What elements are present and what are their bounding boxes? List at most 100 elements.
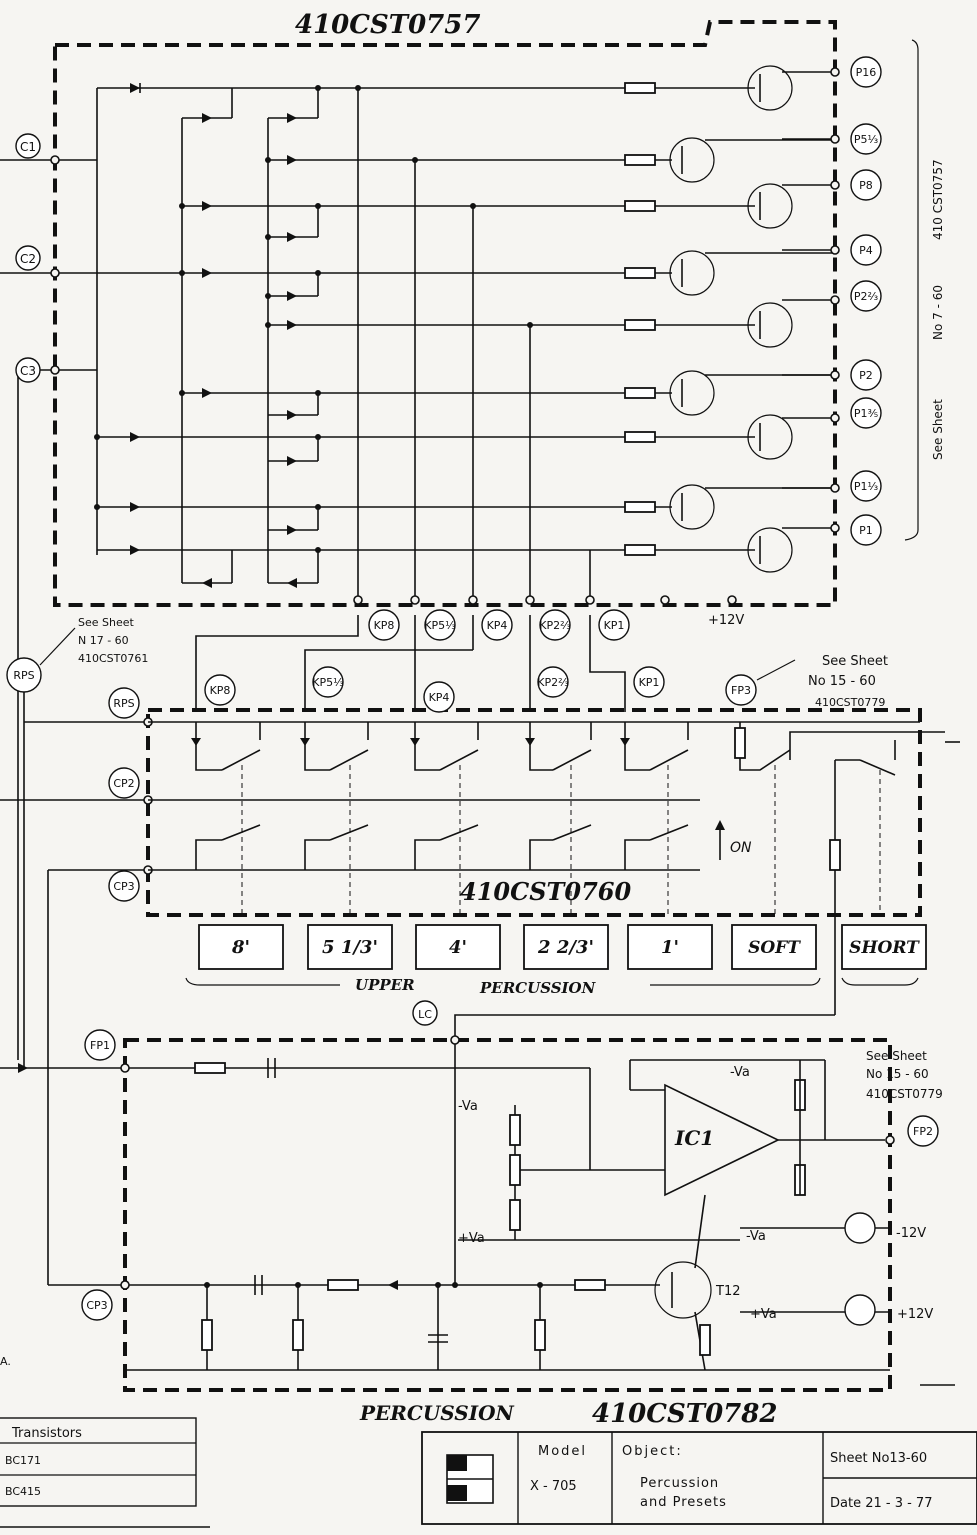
- svg-text:KP1: KP1: [639, 676, 660, 689]
- svg-text:410CST0779: 410CST0779: [866, 1087, 943, 1101]
- key-kp5-1-3: KP5⅓: [424, 609, 456, 641]
- tab-2-2-3ft[interactable]: [523, 924, 609, 970]
- key-kp8: KP8: [368, 609, 400, 641]
- svg-text:See Sheet: See Sheet: [822, 654, 888, 669]
- svg-text:410CST0779: 410CST0779: [815, 696, 885, 709]
- model-label: Model: [538, 1444, 587, 1459]
- output-p8: P8: [850, 169, 882, 201]
- svg-text:-Va: -Va: [458, 1099, 478, 1114]
- board-outline-switches: [146, 708, 922, 917]
- svg-text:KP4: KP4: [429, 691, 450, 704]
- preset-switches: ON: [148, 721, 920, 915]
- output-p1: P1: [850, 514, 882, 546]
- fp1-pad: FP1: [84, 1029, 116, 1061]
- output-p1-1-3: P1⅓: [850, 470, 882, 502]
- board-title-percussion: 410CST0782: [592, 1399, 777, 1429]
- svg-text:KP8: KP8: [210, 684, 231, 697]
- percussion-prefix: PERCUSSION: [359, 1401, 514, 1425]
- tab-5-1-3ft[interactable]: [307, 924, 393, 970]
- rps-terminal: RPS: [6, 657, 42, 693]
- svg-text:See Sheet: See Sheet: [78, 616, 135, 629]
- board-410cst0760: RPS CP2 CP3 KP8 KP5⅓ KP4 KP2⅔ KP1: [0, 615, 960, 1285]
- key-kp1-lower: KP1: [633, 666, 665, 698]
- logo-icon: [446, 1454, 494, 1504]
- svg-text:CP2: CP2: [113, 777, 134, 790]
- transistor-t12: [654, 1261, 712, 1319]
- cp2-pad: CP2: [108, 767, 140, 799]
- sheet-date: Date 21 - 3 - 77: [830, 1496, 932, 1511]
- svg-text:KP2⅔: KP2⅔: [537, 676, 569, 689]
- side-reference-note: See Sheet No 7 - 60 410 CST0757: [904, 39, 945, 541]
- svg-text:FP3: FP3: [731, 684, 751, 697]
- output-terminals: P16 P5⅓ P8 P4 P2⅔ P2 P1⅗ P1⅓ P1: [830, 56, 882, 546]
- svg-text:8': 8': [231, 937, 250, 958]
- key-kp2-lower: KP2⅔: [537, 666, 569, 698]
- transistor-bank: [624, 65, 835, 573]
- svg-text:5 1/3': 5 1/3': [322, 937, 378, 958]
- svg-text:KP5⅓: KP5⅓: [312, 676, 344, 689]
- svg-text:No 15 - 60: No 15 - 60: [866, 1067, 929, 1081]
- tab-short[interactable]: [841, 924, 927, 970]
- svg-text:P8: P8: [859, 179, 873, 192]
- svg-text:410CST0761: 410CST0761: [78, 652, 148, 665]
- svg-text:See Sheet: See Sheet: [866, 1049, 927, 1063]
- svg-text:T12: T12: [715, 1284, 740, 1299]
- output-p2: P2: [850, 359, 882, 391]
- output-p4: P4: [850, 234, 882, 266]
- model-value: X - 705: [530, 1479, 577, 1494]
- board-410cst0757: 410CST0757 C1 C2 C3: [0, 10, 945, 1060]
- fp2-pad: FP2: [907, 1115, 939, 1147]
- board-outline-main: [53, 20, 837, 607]
- tab-soft[interactable]: [731, 924, 817, 970]
- input-c1: C1: [15, 133, 41, 159]
- svg-text:RPS: RPS: [113, 697, 134, 710]
- legend-header: Transistors: [11, 1426, 82, 1441]
- svg-text:FP1: FP1: [90, 1039, 110, 1052]
- key-kp5-lower: KP5⅓: [312, 666, 344, 698]
- board-outline-percussion: [123, 1038, 892, 1392]
- svg-text:4': 4': [449, 937, 467, 958]
- svg-text:P5⅓: P5⅓: [854, 133, 879, 146]
- svg-text:P1⅓: P1⅓: [854, 480, 879, 493]
- on-label: ON: [730, 840, 752, 856]
- sheet-number: Sheet No13-60: [830, 1451, 927, 1466]
- tab-4ft[interactable]: [415, 924, 501, 970]
- svg-text:KP4: KP4: [487, 619, 508, 632]
- object-value-1: Percussion: [640, 1476, 719, 1491]
- tab-8ft[interactable]: [198, 924, 284, 970]
- title-block: Model X - 705 Object: Percussion and Pre…: [421, 1431, 977, 1525]
- svg-text:RPS: RPS: [13, 669, 34, 682]
- tab-1ft[interactable]: [627, 924, 713, 970]
- percussion-label: PERCUSSION: [479, 979, 597, 997]
- board-title-switches: 410CST0760: [460, 877, 631, 906]
- svg-text:KP2⅔: KP2⅔: [539, 619, 571, 632]
- rps-reference: RPS See Sheet N 17 - 60 410CST0761: [6, 616, 148, 1068]
- svg-text:SOFT: SOFT: [748, 938, 801, 958]
- svg-text:KP1: KP1: [604, 619, 625, 632]
- rps-pad: RPS: [108, 687, 140, 719]
- plus-12v-label: +12V: [897, 1307, 933, 1322]
- transistor-legend: Transistors BC171 BC415: [0, 1417, 210, 1528]
- svg-text:SHORT: SHORT: [849, 938, 920, 958]
- svg-text:P2⅔: P2⅔: [854, 290, 879, 303]
- fp3-pad: FP3: [725, 674, 757, 706]
- output-p5-1-3: P5⅓: [850, 123, 882, 155]
- legend-row-1: BC171: [5, 1454, 41, 1467]
- svg-text:+Va: +Va: [458, 1231, 485, 1246]
- board-410cst0782: LC FP1 IC1 FP2 See Sheet No 15 - 60 410C…: [0, 1000, 955, 1429]
- svg-text:N 17 - 60: N 17 - 60: [78, 634, 129, 647]
- input-c2: C2: [15, 245, 41, 271]
- svg-text:+Va: +Va: [750, 1307, 777, 1322]
- cp3-pad-lower: CP3: [81, 1289, 113, 1321]
- svg-text:KP5⅓: KP5⅓: [424, 619, 456, 632]
- object-value-2: and Presets: [640, 1495, 727, 1510]
- svg-text:P1⅗: P1⅗: [854, 407, 879, 420]
- board-title-main: 410CST0757: [295, 10, 480, 40]
- svg-text:C2: C2: [20, 252, 36, 266]
- output-p16: P16: [850, 56, 882, 88]
- drawbar-tabs: 8' 5 1/3' 4' 2 2/3' 1' SOFT SHORT UPPER …: [185, 924, 927, 997]
- svg-text:C3: C3: [20, 364, 36, 378]
- svg-text:P1: P1: [859, 524, 873, 537]
- soft-short-switches: FP3 See Sheet No 15 - 60 410CST0779: [725, 654, 960, 1015]
- svg-text:P2: P2: [859, 369, 873, 382]
